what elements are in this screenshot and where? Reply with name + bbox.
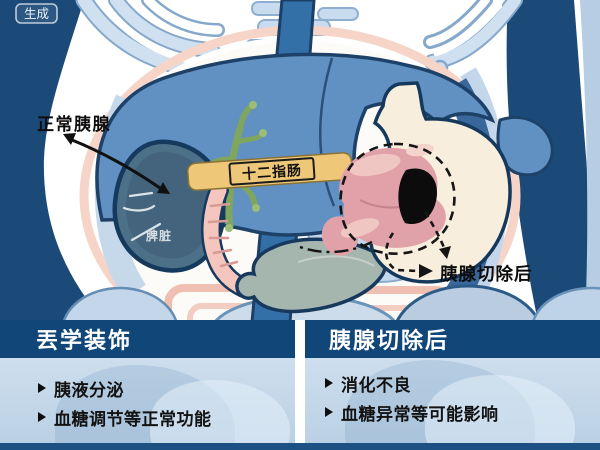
panel-normal-function: 丟学装饰 胰液分泌 血糖调节等正常功能 xyxy=(0,320,295,450)
watermark-badge: 生成 xyxy=(15,3,58,24)
panel-right-title-text: 胰腺切除后 xyxy=(329,328,450,353)
spleen-label-text: 脾脏 xyxy=(146,228,172,243)
normal-pancreas-label: 正常胰腺 xyxy=(37,114,111,134)
removed-pancreas-site xyxy=(321,143,446,256)
right-ribcage xyxy=(423,0,523,77)
panel-left-title-text: 丟学装饰 xyxy=(36,328,133,353)
bullet-triangle-icon xyxy=(325,407,333,417)
panel-left-bullets: 胰液分泌 血糖调节等正常功能 xyxy=(0,358,295,429)
bottom-navy-strip xyxy=(0,443,600,450)
list-item: 消化不良 xyxy=(325,371,600,395)
panel-right-bullets: 消化不良 血糖异常等可能影响 xyxy=(305,358,600,424)
pancreas-organ xyxy=(235,237,387,314)
removed-pancreas-label: 胰腺切除后 xyxy=(440,264,533,284)
right-arm-shape xyxy=(506,0,600,322)
bullet-triangle-icon xyxy=(38,412,46,422)
list-item: 血糖调节等正常功能 xyxy=(38,405,295,429)
panel-divider xyxy=(295,320,305,450)
bullet-triangle-icon xyxy=(325,378,333,388)
panel-post-removal: 胰腺切除后 消化不良 血糖异常等可能影响 xyxy=(305,320,600,450)
pelvis-right-shape xyxy=(395,284,541,322)
anatomy-illustration: 脾脏 十二指肠 xyxy=(0,0,600,322)
left-arm-shape xyxy=(0,0,105,322)
liver-lobe-line xyxy=(319,57,336,207)
duodenum-label: 十二指肠 xyxy=(242,162,303,182)
bullet-text: 血糖异常等可能影响 xyxy=(341,404,499,424)
panel-left-title: 丟学装饰 xyxy=(0,320,295,358)
bullet-triangle-icon xyxy=(38,383,46,393)
duodenum-band: 十二指肠 xyxy=(187,152,353,191)
pelvis-left-shape xyxy=(62,286,178,322)
pelvis-corner-shape xyxy=(531,286,600,322)
bullet-text: 血糖调节等正常功能 xyxy=(54,409,212,429)
bullet-text: 消化不良 xyxy=(341,375,411,395)
watermark-text: 生成 xyxy=(24,7,49,21)
list-item: 胰液分泌 xyxy=(38,376,295,400)
list-item: 血糖异常等可能影响 xyxy=(325,400,600,424)
bullet-text: 胰液分泌 xyxy=(54,380,124,400)
dashed-arrows xyxy=(384,211,451,278)
resection-black-area xyxy=(398,168,438,225)
info-panels: 丟学装饰 胰液分泌 血糖调节等正常功能 胰腺切除后 消化不良 xyxy=(0,320,600,450)
normal-pancreas-arrow xyxy=(63,133,170,194)
resection-dashed-outline xyxy=(299,142,456,255)
duodenum-tube xyxy=(201,180,254,298)
panel-right-title: 胰腺切除后 xyxy=(305,320,600,358)
right-edge-strip xyxy=(580,0,600,322)
